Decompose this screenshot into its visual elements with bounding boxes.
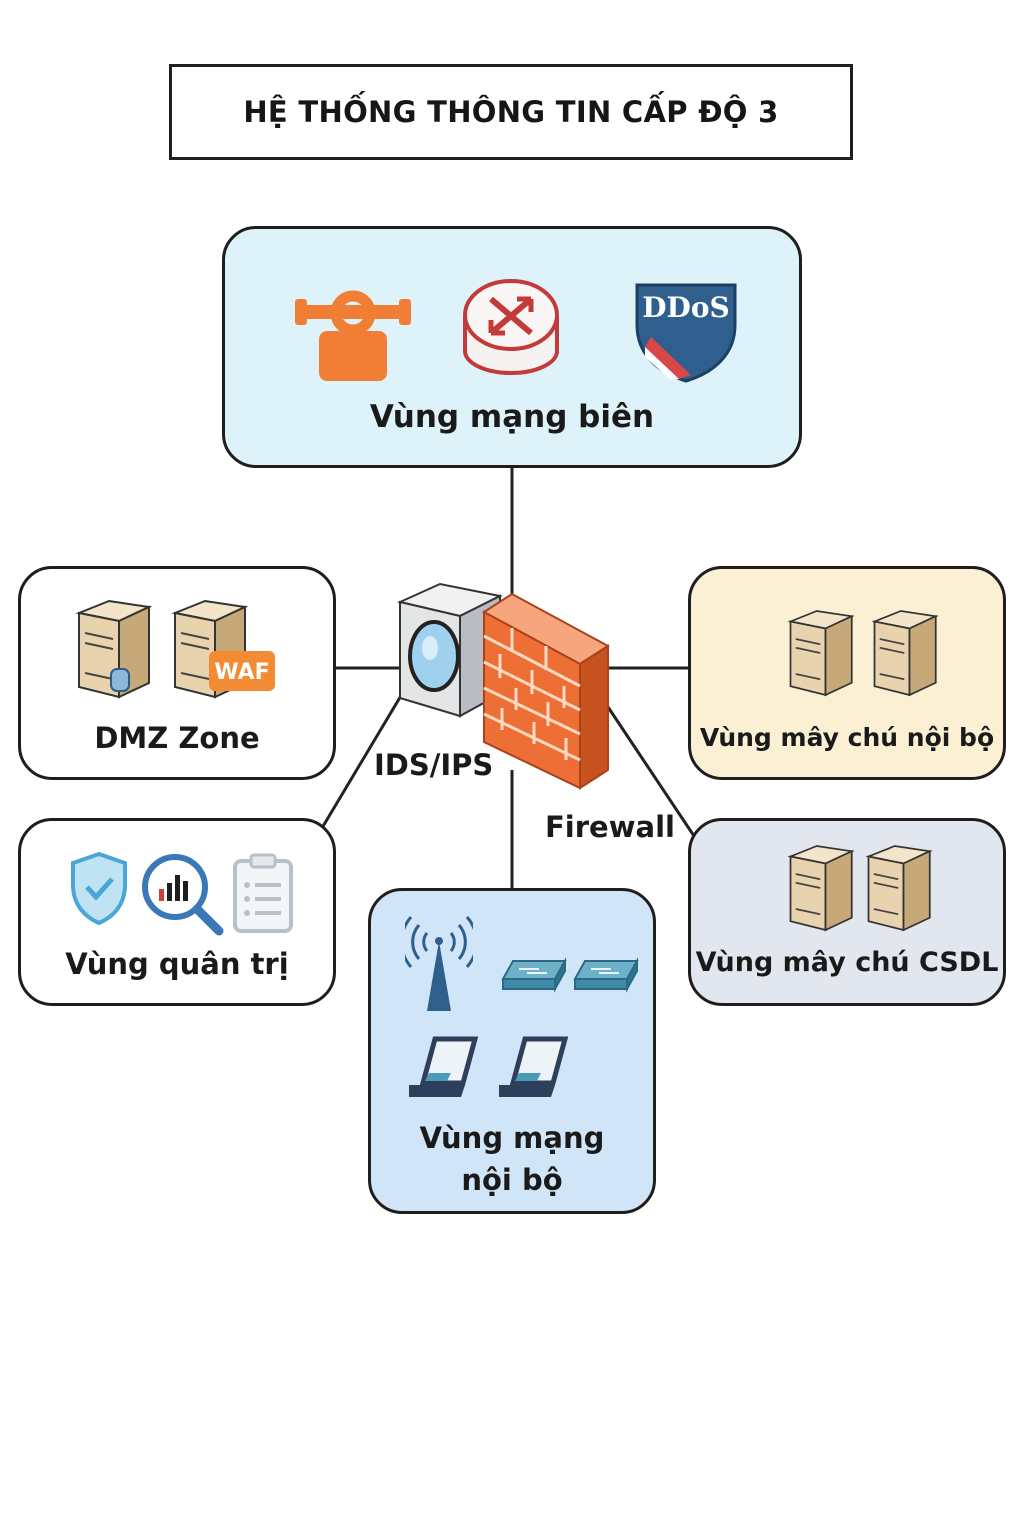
zone-db-servers[interactable]: Vùng mây chú CSDL <box>688 818 1006 1006</box>
waf-server-icon: WAF <box>171 599 275 699</box>
svg-text:WAF: WAF <box>214 660 269 685</box>
web-server-icon <box>75 599 153 699</box>
page-title: HỆ THỐNG THÔNG TIN CẤP ĐỘ 3 <box>169 64 853 160</box>
ddos-shield-icon: DDoS <box>635 283 737 383</box>
zone-admin[interactable]: Vùng quân trị <box>18 818 336 1006</box>
zone-edge-label: Vùng mạng biên <box>369 399 655 435</box>
server-icon <box>787 610 855 697</box>
shield-check-icon <box>71 851 127 925</box>
ids-ips-label: IDS/IPS <box>374 748 494 782</box>
gateway-icon <box>295 290 411 381</box>
laptop-icon <box>499 1036 569 1097</box>
svg-text:DDoS: DDoS <box>642 291 729 324</box>
zone-db-servers-label: Vùng mây chú CSDL <box>695 947 999 978</box>
switch-icon <box>501 957 567 993</box>
zone-admin-label: Vùng quân trị <box>65 947 289 981</box>
firewall-label: Firewall <box>545 810 675 844</box>
clipboard-icon <box>233 853 293 933</box>
wifi-antenna-icon <box>405 916 473 1011</box>
router-icon <box>463 279 559 375</box>
server-icon <box>865 845 933 932</box>
zone-internal-servers-label: Vùng mây chú nội bộ <box>699 723 995 752</box>
zone-internal-network-label-2: nội bộ <box>461 1163 563 1197</box>
line-db <box>604 703 696 837</box>
server-icon <box>871 610 939 697</box>
server-icon <box>787 845 855 932</box>
switch-icon <box>573 957 639 993</box>
zone-internal-network-label-1: Vùng mạng <box>419 1121 605 1155</box>
magnifier-chart-icon <box>142 854 224 936</box>
line-admin <box>320 693 404 829</box>
zone-edge-network[interactable]: DDoS Vùng mạng biên <box>222 226 802 468</box>
zone-dmz-label: DMZ Zone <box>94 721 260 755</box>
zone-internal-servers[interactable]: Vùng mây chú nội bộ <box>688 566 1006 780</box>
firewall-icon <box>482 592 610 790</box>
zone-internal-network[interactable]: Vùng mạng nội bộ <box>368 888 656 1214</box>
zone-dmz[interactable]: WAF DMZ Zone <box>18 566 336 780</box>
laptop-icon <box>409 1036 479 1097</box>
